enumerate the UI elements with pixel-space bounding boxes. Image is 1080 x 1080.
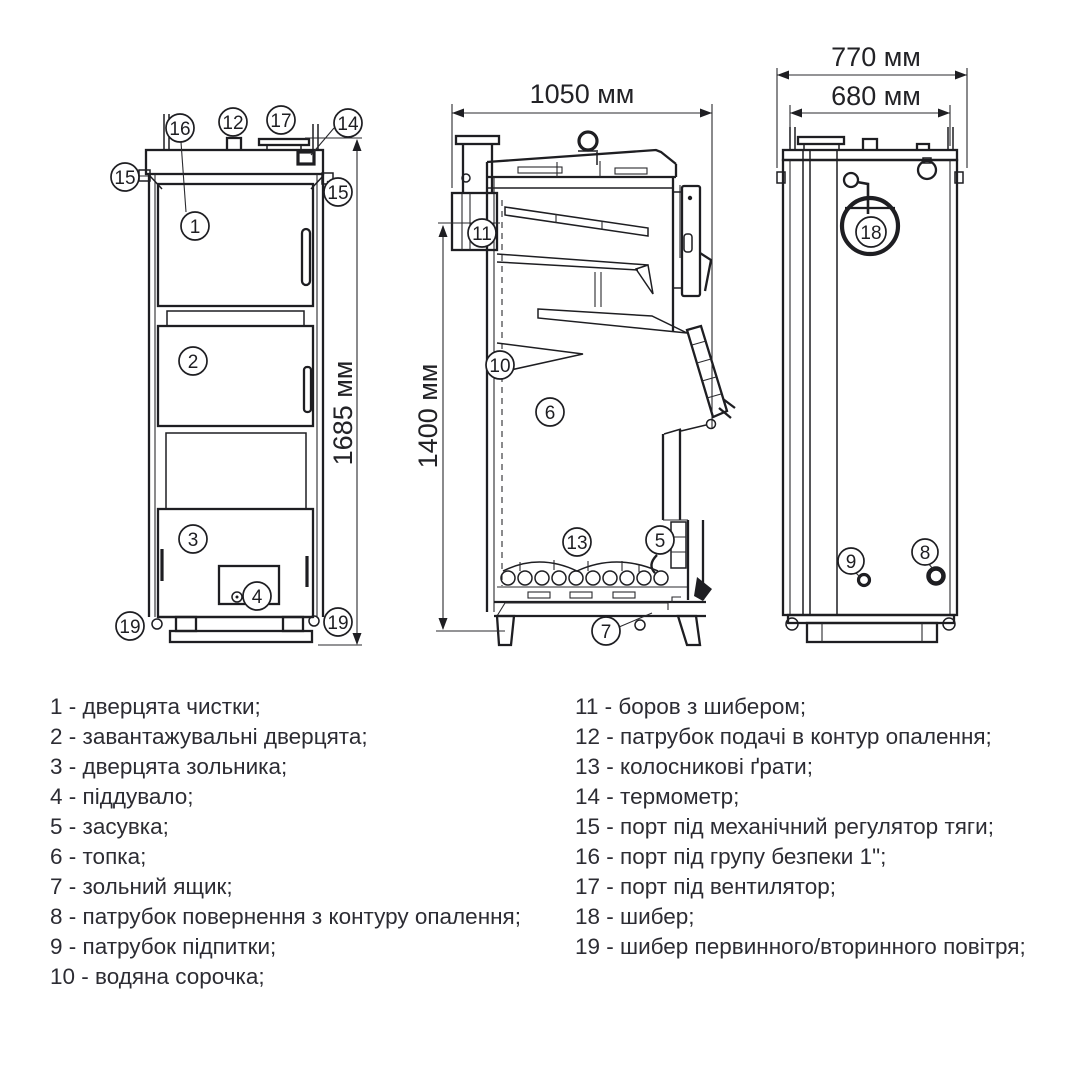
callout-11: 11	[467, 218, 497, 248]
svg-text:6: 6	[545, 403, 556, 424]
legend-item-16: 16 - порт під групу безпеки 1";	[575, 844, 887, 869]
side-width-dimension: 1050 мм	[451, 79, 713, 428]
callout-13: 13	[562, 527, 592, 557]
back-outer-width-label: 770 мм	[831, 42, 921, 72]
side-height-label: 1400 мм	[413, 364, 443, 469]
legend-item-5: 5 - засувка;	[50, 814, 169, 839]
callout-1: 1	[180, 211, 210, 241]
svg-text:7: 7	[601, 622, 612, 643]
svg-text:4: 4	[252, 587, 263, 608]
svg-text:1: 1	[190, 217, 201, 238]
side-width-label: 1050 мм	[530, 79, 635, 109]
legend-item-13: 13 - колосникові ґрати;	[575, 754, 813, 779]
legend-column-right: 11 - боров з шибером; 12 - патрубок пода…	[575, 692, 1026, 992]
callout-5: 5	[645, 525, 675, 555]
callout-18: 18	[855, 216, 887, 248]
svg-text:16: 16	[169, 119, 190, 140]
svg-text:18: 18	[860, 223, 881, 244]
callout-12: 12	[218, 107, 248, 137]
svg-text:2: 2	[188, 352, 199, 373]
callout-2: 2	[178, 346, 208, 376]
callout-16: 16	[165, 113, 195, 143]
svg-text:8: 8	[920, 543, 931, 564]
svg-text:15: 15	[327, 183, 348, 204]
front-height-dimension: 1685 мм	[305, 137, 362, 646]
legend-item-19: 19 - шибер первинного/вторинного повітря…	[575, 934, 1026, 959]
callout-14: 14	[333, 108, 363, 138]
svg-text:11: 11	[472, 224, 492, 245]
svg-text:13: 13	[566, 533, 587, 554]
legend-item-15: 15 - порт під механічний регулятор тяги;	[575, 814, 994, 839]
legend-item-12: 12 - патрубок подачі в контур опалення;	[575, 724, 992, 749]
svg-text:14: 14	[337, 114, 359, 135]
front-view: 1685 мм 16 12 17 14 15 15 1 2 3 4 19 19	[110, 105, 363, 646]
callout-8: 8	[911, 538, 939, 566]
side-view: 1050 мм	[413, 79, 736, 647]
back-inner-width-label: 680 мм	[831, 81, 921, 111]
callout-15-right: 15	[323, 177, 353, 207]
callout-15-left: 15	[110, 162, 140, 192]
svg-text:3: 3	[188, 530, 199, 551]
callout-9: 9	[837, 547, 865, 575]
technical-drawing: 1685 мм 16 12 17 14 15 15 1 2 3 4 19 19 …	[110, 42, 968, 647]
legend-item-4: 4 - піддувало;	[50, 784, 194, 809]
front-height-label: 1685 мм	[328, 361, 358, 466]
callout-6: 6	[535, 397, 565, 427]
legend-item-9: 9 - патрубок підпитки;	[50, 934, 277, 959]
legend-item-1: 1 - дверцята чистки;	[50, 694, 261, 719]
legend-item-18: 18 - шибер;	[575, 904, 695, 929]
side-height-dimension: 1400 мм	[413, 222, 505, 632]
callout-3: 3	[178, 524, 208, 554]
legend-item-2: 2 - завантажувальні дверцята;	[50, 724, 368, 749]
legend-item-8: 8 - патрубок повернення з контуру опален…	[50, 904, 521, 929]
legend-item-14: 14 - термометр;	[575, 784, 740, 809]
callout-17: 17	[266, 105, 296, 135]
callout-10: 10	[485, 350, 515, 380]
legend-item-11: 11 - боров з шибером;	[575, 694, 807, 719]
svg-text:12: 12	[222, 113, 243, 134]
legend-item-3: 3 - дверцята зольника;	[50, 754, 288, 779]
legend-item-7: 7 - зольний ящик;	[50, 874, 233, 899]
callout-19-left: 19	[115, 611, 145, 641]
back-view: 770 мм 680 мм	[776, 42, 968, 644]
callout-7: 7	[591, 616, 621, 646]
svg-text:9: 9	[846, 552, 857, 573]
legend: 1 - дверцята чистки; 2 - завантажувальні…	[50, 692, 1026, 992]
legend-item-6: 6 - топка;	[50, 844, 147, 869]
legend-column-left: 1 - дверцята чистки; 2 - завантажувальні…	[50, 692, 575, 992]
callout-19-right: 19	[323, 607, 353, 637]
svg-text:19: 19	[327, 613, 348, 634]
callout-4: 4	[242, 581, 272, 611]
legend-item-17: 17 - порт під вентилятор;	[575, 874, 837, 899]
svg-text:15: 15	[114, 168, 135, 189]
svg-text:19: 19	[119, 617, 140, 638]
back-outer-width-dimension: 770 мм	[776, 42, 968, 168]
svg-text:5: 5	[655, 531, 666, 552]
svg-text:17: 17	[270, 111, 291, 132]
svg-text:10: 10	[489, 356, 510, 377]
legend-item-10: 10 - водяна сорочка;	[50, 964, 265, 989]
